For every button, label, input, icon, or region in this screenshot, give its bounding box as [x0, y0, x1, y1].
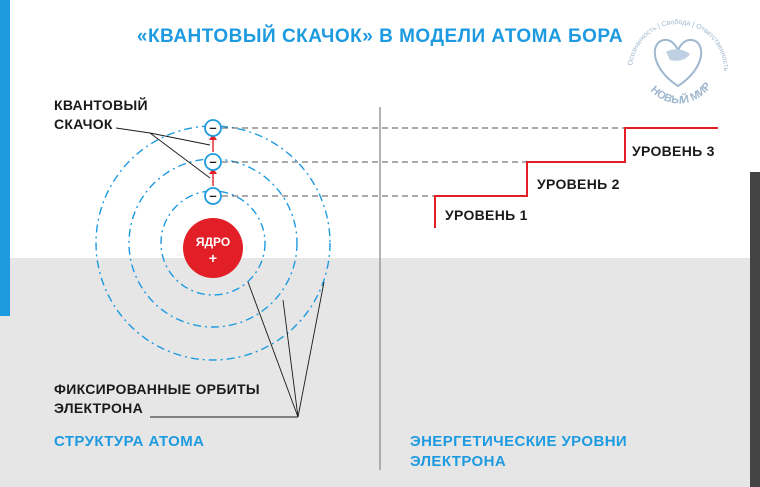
electron-3 — [204, 119, 222, 137]
electron-2 — [204, 153, 222, 171]
orbit-pointer-1 — [247, 281, 299, 418]
nucleus-label: ЯДРО — [196, 235, 230, 249]
jump-arrowhead-2 — [209, 134, 217, 140]
energy-section-line1: ЭНЕРГЕТИЧЕСКИЕ УРОВНИ — [410, 433, 628, 450]
atom-structure-section-label: СТРУКТУРА АТОМА — [54, 433, 205, 450]
orbits-label-line1: ФИКСИРОВАННЫЕ ОРБИТЫ — [54, 381, 260, 397]
level-1-label: УРОВЕНЬ 1 — [445, 207, 528, 223]
orbit-3 — [95, 125, 331, 361]
level-2-label: УРОВЕНЬ 2 — [537, 176, 620, 192]
jump-arrowhead-1 — [209, 168, 217, 174]
right-accent-bar — [750, 172, 760, 487]
jump-pointer-3 — [115, 127, 151, 134]
electron-1-sign: – — [209, 188, 216, 203]
orbits-label: ФИКСИРОВАННЫЕ ОРБИТЫ ЭЛЕКТРОНА — [54, 380, 260, 418]
energy-levels-section-label: ЭНЕРГЕТИЧЕСКИЕ УРОВНИ ЭЛЕКТРОНА — [410, 432, 627, 472]
nucleus — [183, 218, 243, 278]
globe-logo-icon — [666, 49, 690, 61]
orbit-pointer-2 — [282, 299, 299, 418]
energy-section-line2: ЭЛЕКТРОНА — [410, 453, 507, 470]
electron-3-sign: – — [209, 120, 216, 135]
orbit-1 — [160, 190, 266, 296]
page-title: «КВАНТОВЫЙ СКАЧОК» В МОДЕЛИ АТОМА БОРА — [136, 26, 624, 47]
orbit-pointer-3 — [297, 281, 325, 418]
heart-logo-icon — [653, 38, 703, 88]
jump-pointer-2 — [149, 132, 211, 179]
electron-1 — [204, 187, 222, 205]
novyi-mir-logo: Осознанность | Свобода | Ответственность… — [627, 18, 729, 107]
electron-2-sign: – — [209, 154, 216, 169]
jump-pointer-1 — [149, 132, 211, 146]
svg-text:Осознанность | Свобода | Ответ: Осознанность | Свобода | Ответственность — [627, 18, 729, 72]
left-accent-bar — [0, 0, 10, 316]
logo-tagline: Осознанность | Свобода | Ответственность — [627, 18, 729, 72]
orbit-2 — [128, 158, 298, 328]
quantum-jump-label-line1: КВАНТОВЫЙ — [54, 97, 148, 113]
orbits-label-line2: ЭЛЕКТРОНА — [54, 400, 143, 416]
level-3-label: УРОВЕНЬ 3 — [632, 143, 715, 159]
quantum-jump-label: КВАНТОВЫЙ СКАЧОК — [54, 96, 148, 134]
nucleus-charge: + — [209, 250, 217, 266]
energy-staircase — [434, 127, 718, 228]
quantum-jump-label-line2: СКАЧОК — [54, 116, 113, 132]
